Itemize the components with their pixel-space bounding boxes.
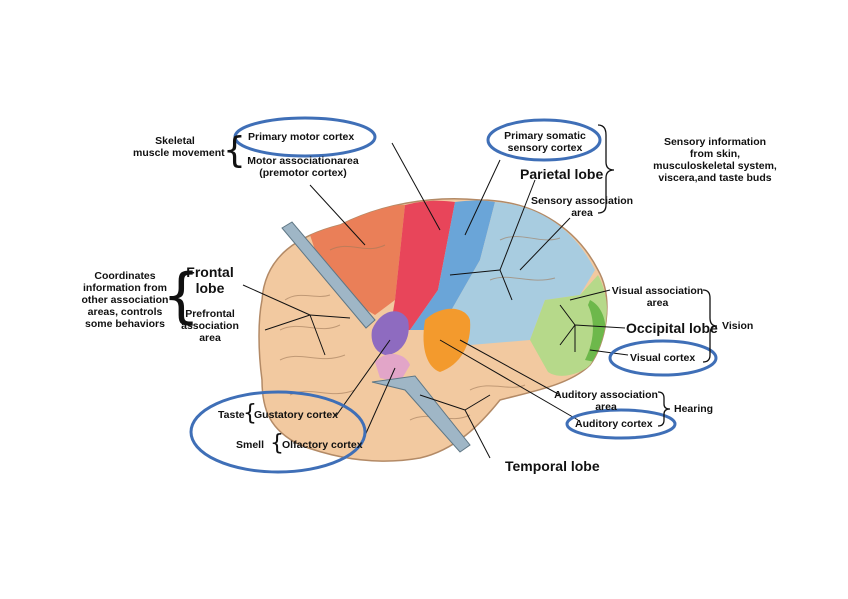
region-auditory [423,308,471,372]
label-hearing: Hearing [674,403,714,415]
region-visual-assoc [530,275,607,376]
label-olfactory: Olfactory cortex [282,439,363,451]
region-premotor [310,205,405,315]
label-smell: Smell [236,439,265,451]
label-gustatory: Gustatory cortex [254,409,339,421]
label-temporal-lobe: Temporal lobe [505,458,600,474]
central-bar [281,221,376,329]
leader-lines [242,142,629,459]
region-primary-somatic [410,200,495,330]
highlight-rings [189,116,718,474]
lateral-sulcus [371,375,471,453]
label-taste: Taste [218,409,245,421]
label-parietal-lobe: Parietal lobe [520,166,604,182]
label-primary-motor: Primary motor cortex [248,131,355,143]
region-primary-motor [390,200,455,330]
label-visual-cortex: Visual cortex [630,352,696,364]
region-parietal [440,202,595,345]
brackets [597,124,718,427]
label-auditory-cortex: Auditory cortex [575,418,653,430]
label-occipital-lobe: Occipital lobe [626,320,718,336]
label-motor-assoc: Motor associationarea(premotor cortex) [247,155,359,179]
taste-brace: { [243,401,257,426]
label-vision: Vision [722,320,754,332]
coordinates-brace: { [162,261,201,331]
region-gustatory [371,311,409,355]
skeletal-brace: { [223,130,246,171]
smell-brace: { [270,431,284,456]
region-olfactory [375,354,410,382]
